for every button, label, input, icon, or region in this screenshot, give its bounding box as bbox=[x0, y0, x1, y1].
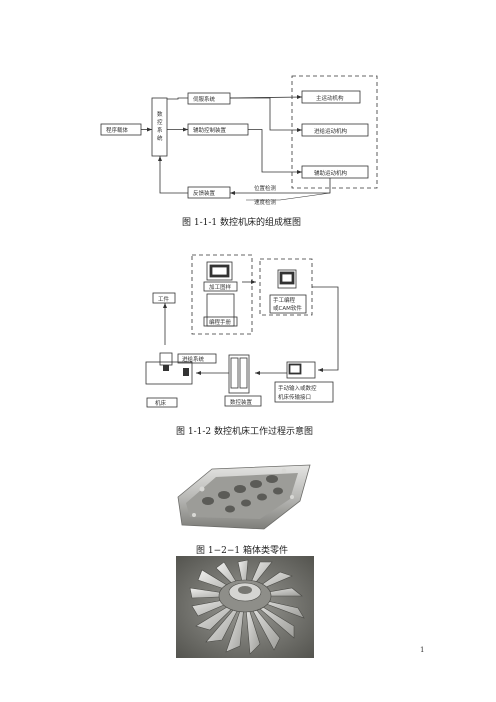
machine-body-dashed-border bbox=[291, 75, 378, 189]
input-port-label-box bbox=[274, 381, 334, 403]
cylinder-head-photo bbox=[172, 457, 314, 537]
programming-monitor bbox=[277, 269, 297, 289]
servo-box bbox=[187, 92, 231, 105]
aux-control-label: 辅助控制装置 bbox=[193, 126, 227, 134]
program-sheet-label-box bbox=[203, 316, 238, 327]
cnc-composition-diagram: 程序载体 伺服系统 辅助控制装置 反馈装置 主运动机构 进给运动机构 辅助运动机… bbox=[100, 75, 378, 206]
feedback-box bbox=[187, 186, 231, 199]
workpiece-label: 工件 bbox=[158, 295, 170, 303]
machine-base bbox=[145, 361, 193, 385]
feedback-label: 反馈装置 bbox=[193, 189, 216, 197]
machine-label-box bbox=[146, 397, 178, 408]
cnc-device-label: 数控装置 bbox=[230, 398, 253, 406]
aux-motion-label: 辅助运动机构 bbox=[314, 169, 348, 177]
figure-1-caption: 图 1-1-1 数控机床的组成框图 bbox=[182, 218, 301, 228]
feed-motion-label: 进给运动机构 bbox=[314, 127, 348, 135]
figure-2-caption: 图 1-1-2 数控机床工作过程示意图 bbox=[176, 427, 313, 437]
cnc-system-box bbox=[151, 97, 168, 157]
feed-system-label: 进给系统 bbox=[182, 355, 205, 363]
manual-programming-label: 手工编程 bbox=[273, 296, 296, 304]
cnc-system-label: 数 控 系 统 bbox=[157, 110, 164, 142]
machine-label: 机床 bbox=[155, 399, 167, 407]
page-number: 1 bbox=[420, 646, 425, 654]
cnc-device-label-box bbox=[224, 395, 262, 407]
input-terminal bbox=[286, 361, 316, 379]
machine-spindle bbox=[159, 352, 173, 366]
drawing-monitor bbox=[206, 261, 233, 281]
drawing-dashed-group bbox=[191, 254, 253, 335]
impeller-photo bbox=[176, 556, 314, 658]
figure-3-caption: 图 1−2−1 箱体类零件 bbox=[196, 546, 288, 556]
input-port-label-line1: 手动输入或数控 bbox=[278, 384, 317, 392]
drawing-label-box bbox=[203, 281, 238, 292]
program-sheet-label: 编程手册 bbox=[209, 318, 232, 326]
workpiece-box bbox=[152, 292, 176, 304]
programming-label-box bbox=[269, 294, 307, 314]
speed-detect-label: 速度检测 bbox=[254, 198, 277, 206]
cnc-cabinet bbox=[228, 354, 250, 394]
cnc-workflow-diagram: 加工图样 编程手册 手工编程 或CAM软件 工件 进给系统 机床 数控装置 手动… bbox=[145, 254, 339, 408]
input-port-label-line2: 机床传输接口 bbox=[278, 393, 311, 401]
cam-software-label: 或CAM软件 bbox=[273, 304, 302, 312]
servo-label: 伺服系统 bbox=[193, 95, 216, 103]
position-detect-label: 位置检测 bbox=[254, 184, 277, 192]
main-motion-label: 主运动机构 bbox=[316, 94, 344, 102]
feed-system-label-box bbox=[177, 353, 217, 364]
drawing-label: 加工图样 bbox=[209, 283, 232, 291]
program-carrier-label: 程序载体 bbox=[106, 126, 129, 134]
